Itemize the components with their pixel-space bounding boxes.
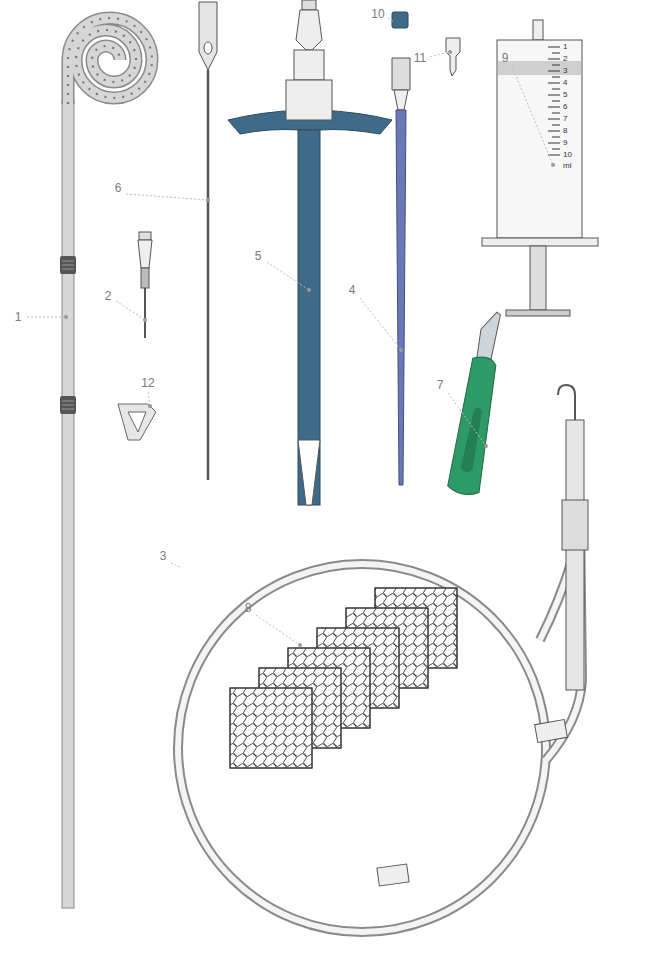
- scale-mark: 1: [563, 43, 567, 51]
- scalpel: [445, 309, 517, 497]
- callout-number: 4: [349, 284, 356, 296]
- callout-number: 7: [437, 379, 444, 391]
- callout-number: 6: [115, 182, 122, 194]
- access-needle: [138, 232, 152, 338]
- callout-number: 3: [160, 550, 167, 562]
- gauze-pads: [230, 588, 457, 768]
- syringe: [482, 20, 598, 316]
- stiffening-cannula: [392, 58, 410, 485]
- tube-clip: [118, 404, 156, 440]
- drainage-tube: [178, 385, 588, 932]
- dilator: [228, 0, 392, 505]
- callout-number: 2: [105, 290, 112, 302]
- scale-mark: 9: [563, 139, 567, 147]
- scale-mark: 2: [563, 55, 567, 63]
- callout-number: 12: [141, 377, 154, 389]
- scale-mark: 3: [563, 67, 567, 75]
- callout-number: 1: [15, 311, 22, 323]
- scale-mark: 6: [563, 103, 567, 111]
- scale-mark: ml: [563, 162, 571, 170]
- callout-number: 10: [371, 8, 384, 20]
- pigtail-catheter: [60, 18, 152, 908]
- callout-number: 9: [502, 52, 509, 64]
- cap: [392, 12, 408, 28]
- callout-number: 11: [414, 52, 426, 64]
- scale-mark: 8: [563, 127, 567, 135]
- scale-mark: 5: [563, 91, 567, 99]
- scale-mark: 7: [563, 115, 567, 123]
- callout-number: 5: [255, 250, 262, 262]
- stylet: [199, 2, 217, 480]
- leader-lines: [27, 18, 555, 647]
- connector: [446, 38, 460, 76]
- scale-mark: 4: [563, 79, 567, 87]
- callout-number: 8: [245, 602, 252, 614]
- scale-mark: 10: [563, 151, 572, 159]
